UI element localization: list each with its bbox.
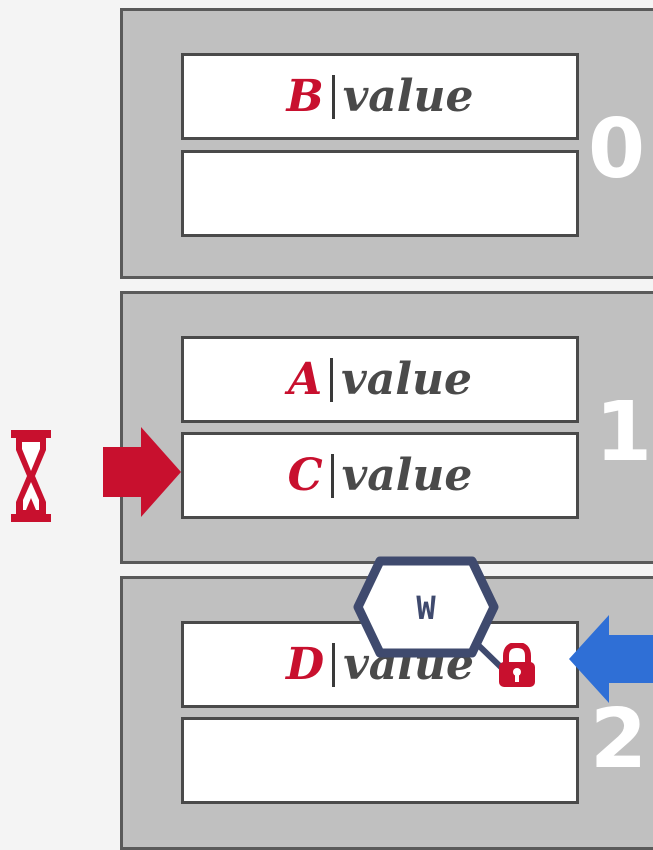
slot-value: value <box>342 71 474 122</box>
slot-value: value <box>341 354 472 405</box>
bucket-number: 1 <box>595 385 653 480</box>
slot-empty <box>181 150 579 237</box>
slot-b: B value <box>181 53 579 140</box>
slot-empty <box>181 717 579 804</box>
slot-separator <box>330 357 334 402</box>
slot-separator <box>332 642 336 687</box>
slot-key: A <box>288 354 323 405</box>
slot-c: C value <box>181 432 579 519</box>
latch-mode-label: W <box>416 589 436 627</box>
bucket-1: A value C value 1 <box>120 291 653 564</box>
slot-key: D <box>286 639 325 690</box>
bucket-number: 2 <box>590 692 648 787</box>
slot-a: A value <box>181 336 579 423</box>
bucket-number: 0 <box>588 102 646 197</box>
lock-icon <box>499 643 535 687</box>
red-arrow-right-icon <box>103 427 181 517</box>
slot-value: value <box>341 450 473 501</box>
blue-arrow-left-icon <box>569 615 653 703</box>
slot-separator <box>330 453 334 498</box>
slot-key: C <box>287 450 323 501</box>
slot-separator <box>331 74 335 119</box>
bucket-0: B value 0 <box>120 8 653 279</box>
hourglass-icon <box>11 430 51 522</box>
slot-key: B <box>286 71 324 122</box>
